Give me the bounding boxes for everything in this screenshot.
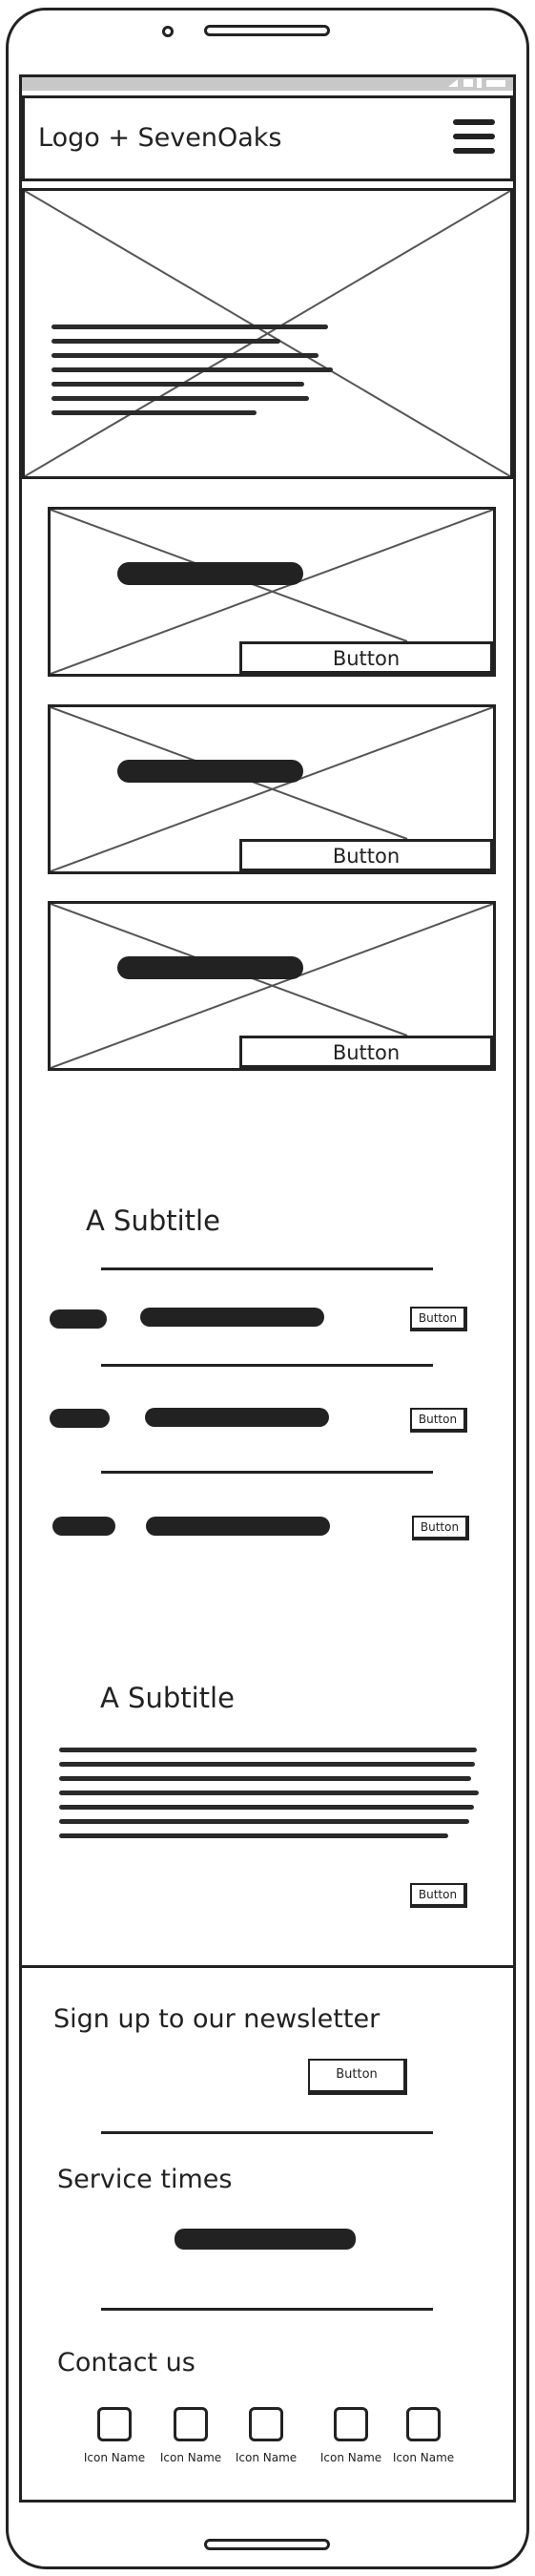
social-icon[interactable] <box>174 2407 208 2441</box>
icon-label: Icon Name <box>235 2451 298 2464</box>
card-button[interactable]: Button <box>239 641 493 674</box>
icon-label: Icon Name <box>83 2451 146 2464</box>
menu-icon[interactable] <box>453 119 495 157</box>
row-text-placeholder <box>145 1408 329 1427</box>
social-icon[interactable] <box>97 2407 132 2441</box>
icon-label: Icon Name <box>392 2451 455 2464</box>
newsletter-title: Sign up to our newsletter <box>53 2004 381 2034</box>
social-icon[interactable] <box>406 2407 441 2441</box>
phone-frame <box>6 8 529 2569</box>
newsletter-button[interactable]: Button <box>308 2059 407 2095</box>
hero-text-placeholder <box>51 325 338 425</box>
row-button[interactable]: Button <box>410 1408 467 1433</box>
card-title-placeholder <box>117 956 303 979</box>
card: Button <box>48 704 496 874</box>
site-header: Logo + SevenOaks <box>22 95 513 181</box>
section-button[interactable]: Button <box>410 1883 467 1908</box>
card-title-placeholder <box>117 562 303 585</box>
row-button[interactable]: Button <box>412 1516 469 1540</box>
service-times-placeholder <box>175 2229 356 2250</box>
card-button[interactable]: Button <box>239 1036 493 1068</box>
image-placeholder-icon <box>25 191 510 476</box>
phone-screen <box>19 74 516 2503</box>
footer-divider <box>22 1965 513 1968</box>
card: Button <box>48 901 496 1071</box>
status-icons <box>439 76 515 90</box>
home-bar <box>204 2539 330 2550</box>
card-title-placeholder <box>117 760 303 783</box>
logo[interactable]: Logo + SevenOaks <box>38 123 282 153</box>
status-bar <box>22 77 513 91</box>
row-label-placeholder <box>52 1517 115 1536</box>
section-subtitle: A Subtitle <box>100 1682 235 1714</box>
divider <box>101 2308 433 2311</box>
row-button[interactable]: Button <box>410 1307 467 1331</box>
section-subtitle: A Subtitle <box>86 1204 220 1237</box>
service-times-title: Service times <box>57 2165 233 2194</box>
row-label-placeholder <box>50 1309 107 1329</box>
row-text-placeholder <box>146 1517 330 1536</box>
divider <box>101 1471 433 1474</box>
divider <box>101 1364 433 1367</box>
speaker-top <box>204 25 330 36</box>
divider <box>101 2131 433 2134</box>
signal-battery-icon <box>448 78 505 88</box>
contact-title: Contact us <box>57 2348 195 2377</box>
card-button[interactable]: Button <box>239 839 493 871</box>
icon-label: Icon Name <box>159 2451 222 2464</box>
icon-label: Icon Name <box>319 2451 382 2464</box>
social-icon[interactable] <box>334 2407 368 2441</box>
row-label-placeholder <box>50 1409 110 1428</box>
paragraph-placeholder <box>59 1748 479 1848</box>
camera-icon <box>162 26 174 37</box>
social-icon[interactable] <box>249 2407 283 2441</box>
divider <box>101 1267 433 1270</box>
row-text-placeholder <box>140 1308 324 1327</box>
hero-image <box>22 188 513 479</box>
card: Button <box>48 507 496 677</box>
